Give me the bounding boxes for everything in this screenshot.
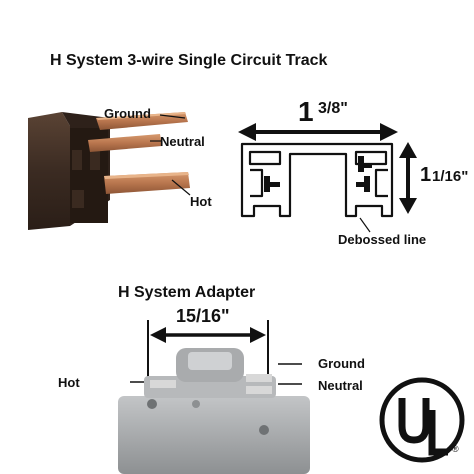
profile-contacts: [264, 156, 372, 192]
adapter-title: H System Adapter: [118, 284, 256, 301]
ul-mark-icon: ®: [379, 377, 465, 463]
adapter-collar: [144, 376, 276, 398]
width-whole: 1: [298, 96, 314, 127]
debossed-line-label: Debossed line: [338, 232, 427, 247]
height-whole: 1: [420, 164, 432, 186]
track-label-ground: Ground: [104, 106, 151, 121]
track-label-hot: Hot: [190, 194, 212, 209]
adapter-photo: [118, 348, 310, 474]
hot-contact: [150, 380, 176, 388]
neutral-wire: [88, 134, 162, 152]
svg-text:®: ®: [452, 444, 459, 454]
track-body-front: [28, 112, 70, 230]
height-fraction: 1/16": [432, 168, 469, 185]
width-dimension: [238, 123, 398, 141]
neutral-contact: [246, 386, 272, 394]
track-title: H System 3-wire Single Circuit Track: [50, 52, 328, 69]
adapter-width-label: 15/16": [176, 306, 230, 326]
debossed-leader: [359, 217, 371, 233]
hot-leader: [171, 179, 191, 196]
width-fraction: 3/8": [318, 100, 348, 117]
ground-contact: [246, 374, 272, 382]
track-label-neutral: Neutral: [160, 134, 205, 149]
height-dimension: [399, 142, 417, 214]
adapter-base: [118, 396, 310, 474]
adapter-label-hot: Hot: [58, 375, 80, 390]
ground-leader: [159, 114, 186, 119]
adapter-label-ground: Ground: [318, 356, 365, 371]
track-photo: [28, 112, 190, 230]
adapter-label-neutral: Neutral: [318, 378, 363, 393]
